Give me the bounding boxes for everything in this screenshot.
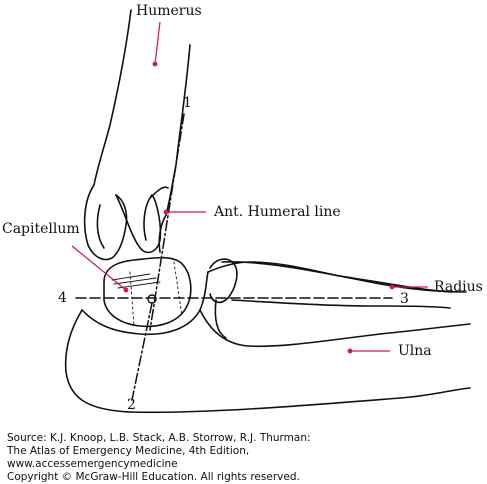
source-line-1: Source: K.J. Knoop, L.B. Stack, A.B. Sto… bbox=[7, 432, 311, 444]
radius-leader-dot bbox=[389, 284, 395, 290]
humerus-distal-outline bbox=[83, 184, 128, 261]
capitellum-hatching bbox=[111, 273, 161, 289]
ant-humeral-leader-dot bbox=[163, 209, 169, 215]
humerus-label: Humerus bbox=[136, 3, 202, 19]
source-line-3: www.accessemergencymedicine bbox=[7, 458, 178, 470]
capitellum-chord-left bbox=[129, 271, 135, 327]
capitellum-outline bbox=[103, 256, 192, 328]
ulna-label: Ulna bbox=[398, 343, 432, 359]
ulna-trochlear-notch bbox=[199, 309, 471, 348]
humerus-condyle bbox=[115, 194, 162, 254]
source-credit: Source: K.J. Knoop, L.B. Stack, A.B. Sto… bbox=[7, 432, 311, 484]
ulna-leader-dot bbox=[347, 348, 353, 354]
capitellum-label: Capitellum bbox=[2, 221, 80, 237]
line-number-1: 1 bbox=[183, 95, 192, 111]
capitellum-chord-right bbox=[173, 261, 183, 317]
radius-shaft-lower bbox=[231, 299, 451, 309]
line-number-2: 2 bbox=[127, 397, 136, 413]
source-line-4: Copyright © McGraw-Hill Education. All r… bbox=[7, 471, 300, 483]
anterior-humeral-line-1 bbox=[149, 113, 185, 331]
ulna-outline bbox=[64, 309, 471, 414]
radius-head bbox=[209, 258, 238, 304]
radius-neck bbox=[214, 299, 227, 339]
humerus-shaft-left-edge bbox=[93, 9, 132, 186]
source-line-2: The Atlas of Emergency Medicine, 4th Edi… bbox=[7, 445, 250, 457]
radius-label: Radius bbox=[434, 279, 483, 295]
capitellum-leader-dot bbox=[123, 287, 129, 293]
leader-lines bbox=[71, 21, 428, 354]
line-number-4: 4 bbox=[58, 290, 67, 306]
radius-shaft-upper bbox=[221, 260, 467, 293]
line-number-3: 3 bbox=[400, 291, 409, 307]
humerus-shaft-right-edge bbox=[165, 44, 191, 216]
coronoid-fossa bbox=[149, 186, 169, 199]
humerus-inner-contour bbox=[96, 204, 105, 249]
radiocapitellar-line-2 bbox=[131, 302, 153, 401]
capitellum-leader bbox=[71, 245, 127, 291]
ulna-olecranon bbox=[81, 271, 209, 336]
humerus-fossa bbox=[143, 194, 167, 253]
ant-humeral-line-label: Ant. Humeral line bbox=[214, 204, 341, 220]
humerus-leader-dot bbox=[152, 61, 158, 67]
humerus-leader bbox=[154, 21, 161, 65]
